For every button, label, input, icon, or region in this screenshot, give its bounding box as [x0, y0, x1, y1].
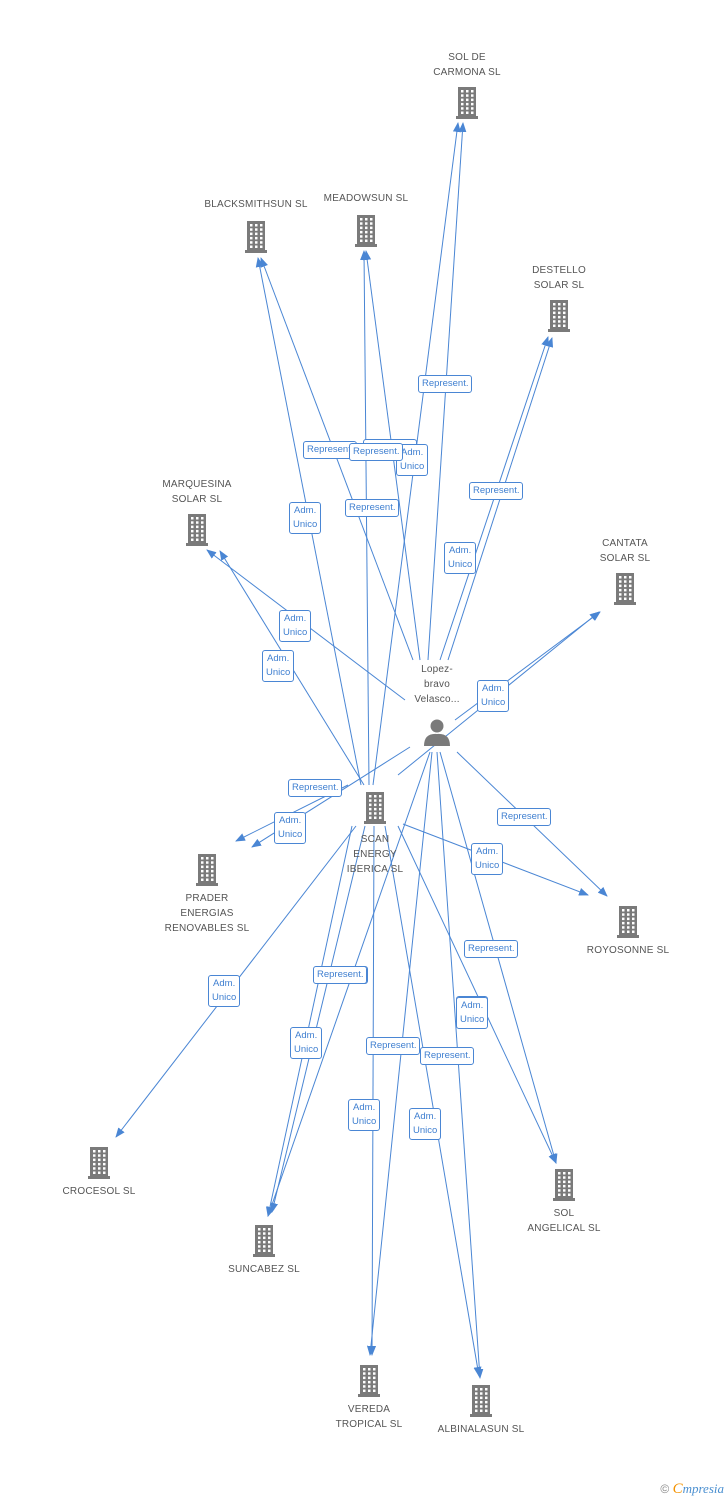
- node-label: SUNCABEZ SL: [228, 1264, 300, 1275]
- node-crocesol[interactable]: CROCESOL SL: [63, 1184, 136, 1199]
- node-label: SOL ANGELICAL SL: [527, 1208, 601, 1234]
- node-label: PRADER ENERGIAS RENOVABLES SL: [164, 893, 250, 934]
- empresia-watermark: © Cmpresia: [660, 1481, 724, 1498]
- edge-label-23[interactable]: Adm. Unico: [348, 1099, 381, 1131]
- building-icon[interactable]: [617, 906, 639, 938]
- edge-line-11: [436, 751, 484, 1379]
- edge-label-14[interactable]: Represent.: [349, 443, 404, 461]
- node-label: Lopez- bravo Velasco...: [414, 664, 460, 705]
- node-label: CANTATA SOLAR SL: [599, 538, 651, 564]
- edge-label-16[interactable]: Represent.: [345, 499, 400, 517]
- edge-label-19[interactable]: Adm. Unico: [471, 843, 504, 875]
- edge-label-18[interactable]: Represent.: [288, 779, 343, 797]
- node-sol-de-carmona[interactable]: SOL DE CARMONA SL: [433, 50, 501, 80]
- edge-line-22: [368, 825, 377, 1356]
- edge-label-10[interactable]: Represent.: [366, 1037, 421, 1055]
- edge-label-21[interactable]: Adm. Unico: [456, 997, 489, 1029]
- edge-line-21: [397, 825, 557, 1164]
- edge-line-20: [384, 825, 482, 1377]
- edge-label-7[interactable]: Adm. Unico: [274, 812, 307, 844]
- edge-line-1: [260, 257, 414, 661]
- node-blacksmithsun[interactable]: BLACKSMITHSUN SL: [204, 197, 307, 212]
- edge-label-4[interactable]: Represent.: [469, 482, 524, 500]
- node-prader[interactable]: PRADER ENERGIAS RENOVABLES SL: [165, 891, 250, 936]
- edge-label-6[interactable]: Adm. Unico: [477, 680, 510, 712]
- edge-line-15: [360, 250, 370, 786]
- building-icon[interactable]: [186, 514, 208, 546]
- edge-label-5[interactable]: Adm. Unico: [262, 650, 295, 682]
- building-icon[interactable]: [364, 792, 386, 824]
- node-label: DESTELLO SOLAR SL: [532, 265, 586, 291]
- node-label: SOL DE CARMONA SL: [433, 52, 501, 78]
- person-icon[interactable]: [424, 719, 450, 747]
- node-royosonne[interactable]: ROYOSONNE SL: [587, 943, 669, 958]
- edge-label-17[interactable]: Adm. Unico: [279, 610, 312, 642]
- edges: [115, 122, 608, 1379]
- building-icon[interactable]: [548, 300, 570, 332]
- building-icon[interactable]: [553, 1169, 575, 1201]
- edge-label-22[interactable]: Represent.: [420, 1047, 475, 1065]
- building-icon[interactable]: [88, 1147, 110, 1179]
- node-vereda-tropical[interactable]: VEREDA TROPICAL SL: [336, 1402, 403, 1432]
- building-icon[interactable]: [614, 573, 636, 605]
- building-icon[interactable]: [196, 854, 218, 886]
- edge-label-15[interactable]: Adm. Unico: [289, 502, 322, 534]
- edge-label-11[interactable]: Adm. Unico: [409, 1108, 442, 1140]
- building-icon[interactable]: [358, 1365, 380, 1397]
- node-label: MEADOWSUN SL: [323, 193, 409, 204]
- brand-name: mpresia: [682, 1481, 724, 1496]
- brand-initial: C: [672, 1481, 683, 1497]
- edge-label-24[interactable]: Adm. Unico: [208, 975, 241, 1007]
- node-cantata-solar[interactable]: CANTATA SOLAR SL: [600, 536, 651, 566]
- node-label: CROCESOL SL: [62, 1186, 136, 1197]
- edge-label-20[interactable]: Represent.: [464, 940, 519, 958]
- node-lopez-bravo[interactable]: Lopez- bravo Velasco...: [414, 662, 459, 707]
- node-meadowsun[interactable]: MEADOWSUN SL: [324, 191, 409, 206]
- node-label: SCAN ENERGY IBERICA SL: [346, 834, 404, 875]
- node-marquesina-solar[interactable]: MARQUESINA SOLAR SL: [162, 477, 231, 507]
- building-icon[interactable]: [253, 1225, 275, 1257]
- edge-label-0[interactable]: Represent.: [418, 375, 473, 393]
- edge-line-23: [265, 825, 353, 1217]
- edge-label-26[interactable]: Adm. Unico: [290, 1027, 323, 1059]
- edge-line-25: [270, 825, 366, 1213]
- building-icon[interactable]: [470, 1385, 492, 1417]
- node-label: ALBINALASUN SL: [437, 1424, 525, 1435]
- edge-label-8[interactable]: Represent.: [497, 808, 552, 826]
- edge-line-12: [267, 751, 431, 1217]
- edge-label-3[interactable]: Adm. Unico: [444, 542, 477, 574]
- node-icons: [88, 87, 639, 1417]
- node-label: ROYOSONNE SL: [586, 945, 670, 956]
- building-icon[interactable]: [245, 221, 267, 253]
- building-icon[interactable]: [355, 215, 377, 247]
- node-label: MARQUESINA SOLAR SL: [162, 479, 232, 505]
- copyright-symbol: ©: [660, 1482, 670, 1496]
- building-icon[interactable]: [456, 87, 478, 119]
- node-suncabez[interactable]: SUNCABEZ SL: [228, 1262, 300, 1277]
- node-scan-energy[interactable]: SCAN ENERGY IBERICA SL: [347, 832, 403, 877]
- node-destello-solar[interactable]: DESTELLO SOLAR SL: [532, 263, 586, 293]
- node-label: BLACKSMITHSUN SL: [204, 199, 308, 210]
- edge-label-25[interactable]: Represent.: [313, 966, 368, 984]
- node-sol-angelical[interactable]: SOL ANGELICAL SL: [527, 1206, 600, 1236]
- node-albinalasun[interactable]: ALBINALASUN SL: [438, 1422, 525, 1437]
- node-label: VEREDA TROPICAL SL: [335, 1404, 403, 1430]
